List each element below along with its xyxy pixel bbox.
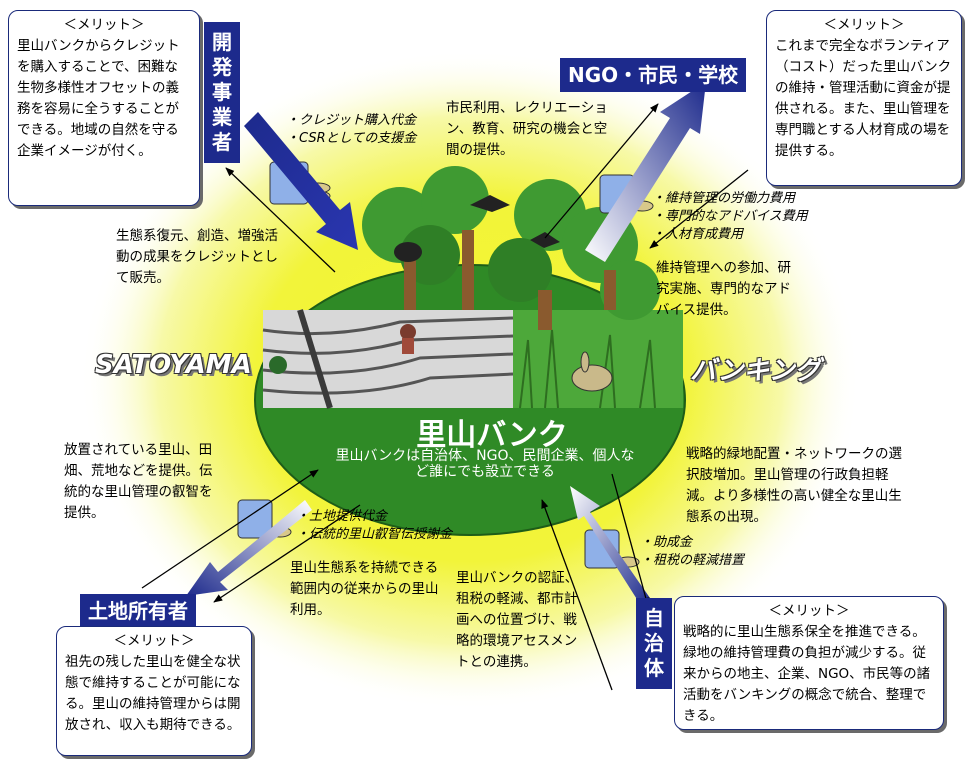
actor-municipality: 自治体	[636, 598, 672, 689]
thin-arrow-bank-to-landowner	[213, 504, 361, 603]
thin-arrow-landowner-to-bank	[141, 469, 319, 589]
flow-municipality: ・助成金 ・租税の軽減措置	[640, 534, 744, 570]
thin-arrow-bank-to-ngo	[544, 103, 659, 239]
flow-landowner-2: ・伝統的里山叡智伝授謝金	[296, 527, 453, 542]
note-recreation: 市民利用、レクリエーション、教育、研究の機会と空間の提供。	[446, 100, 608, 158]
flow-developer: ・クレジット購入代金 ・CSRとしての支援金	[286, 112, 416, 148]
satoyama-label: SATOYAMA	[95, 350, 252, 380]
actor-developer: 開発事業者	[204, 22, 240, 163]
note-abandoned: 放置されている里山、田畑、荒地などを提供。伝統的な里山管理の叡智を提供。	[64, 442, 213, 521]
thin-arrow-bank-to-developer	[225, 167, 336, 273]
merit-body-landowner: 祖先の残した里山を健全な状態で維持することが可能になる。里山の維持管理からは開放…	[65, 654, 241, 733]
flow-ngo-3: ・人材育成費用	[652, 227, 744, 242]
flow-developer-2: ・CSRとしての支援金	[286, 131, 417, 146]
flow-landowner: ・土地提供代金 ・伝統的里山叡智伝授謝金	[296, 508, 452, 544]
flow-ngo: ・維持管理の労働力費用 ・専門的なアドバイス費用 ・人材育成費用	[652, 190, 808, 244]
flow-landowner-1: ・土地提供代金	[296, 509, 388, 524]
merit-title-landowner: ＜メリット＞	[113, 633, 195, 649]
thin-arrow-municipality-to-bank	[541, 499, 613, 691]
merit-box-landowner: ＜メリット＞ 祖先の残した里山を健全な状態で維持することが可能になる。里山の維持…	[56, 626, 252, 756]
arrow-bank-to-landowner	[186, 500, 312, 596]
arrow-bank-to-ngo	[585, 82, 706, 262]
merit-box-ngo: ＜メリット＞ これまで完全なボランティア（コスト）だった里山バンクの維持・管理活…	[766, 10, 962, 186]
thin-arrow-bank-to-municipality	[611, 473, 650, 607]
actor-landowner: 土地所有者	[80, 594, 196, 628]
note-traditional-use: 里山生態系を持続できる範囲内の従来からの里山利用。	[290, 560, 439, 618]
arrow-municipality-to-bank	[570, 486, 650, 604]
flow-municipality-1: ・助成金	[640, 535, 693, 550]
flow-ngo-2: ・専門的なアドバイス費用	[652, 209, 808, 224]
note-certification: 里山バンクの認証、租税の軽減、都市計画への位置づけ、戦略的環境アセスメントとの連…	[456, 570, 579, 670]
flow-municipality-2: ・租税の軽減措置	[640, 553, 745, 568]
note-credit-sale: 生態系復元、創造、増強活動の成果をクレジットとして販売。	[116, 228, 278, 286]
forest-illustration	[362, 166, 660, 330]
merit-title-ngo: ＜メリット＞	[823, 17, 905, 33]
note-participation: 維持管理への参加、研究実施、専門的なアドバイス提供。	[656, 260, 791, 318]
thin-arrow-ngo-to-bank	[649, 169, 749, 249]
merit-title-municipality: ＜メリット＞	[768, 603, 850, 619]
note-strategic: 戦略的緑地配置・ネットワークの選択肢増加。里山管理の行政負担軽減。より多様性の高…	[686, 446, 902, 525]
flow-developer-1: ・クレジット購入代金	[286, 113, 417, 128]
merit-body-ngo: これまで完全なボランティア（コスト）だった里山バンクの維持・管理活動に資金が提供…	[775, 38, 952, 159]
rice-paddy-illustration	[262, 309, 514, 409]
actor-ngo: NGO・市民・学校	[560, 58, 747, 92]
bank-title: 里山バンク	[416, 418, 568, 453]
flow-ngo-1: ・維持管理の労働力費用	[652, 191, 796, 206]
merit-body-municipality: 戦略的に里山生態系保全を推進できる。緑地の維持管理費の負担が減少する。従来からの…	[683, 624, 931, 724]
arrow-developer-to-bank	[244, 112, 358, 250]
merit-body-developer: 里山バンクからクレジットを購入することで、困難な生物多様性オフセットの義務を容易…	[17, 38, 180, 159]
banking-label: バンキング	[690, 356, 821, 386]
merit-title-developer: ＜メリット＞	[63, 17, 145, 33]
merit-box-developer: ＜メリット＞ 里山バンクからクレジットを購入することで、困難な生物多様性オフセッ…	[8, 10, 200, 206]
bank-subtitle: 里山バンクは自治体、NGO、民間企業、個人など誰にでも設立できる	[335, 448, 635, 480]
merit-box-municipality: ＜メリット＞ 戦略的に里山生態系保全を推進できる。緑地の維持管理費の負担が減少す…	[674, 596, 944, 730]
